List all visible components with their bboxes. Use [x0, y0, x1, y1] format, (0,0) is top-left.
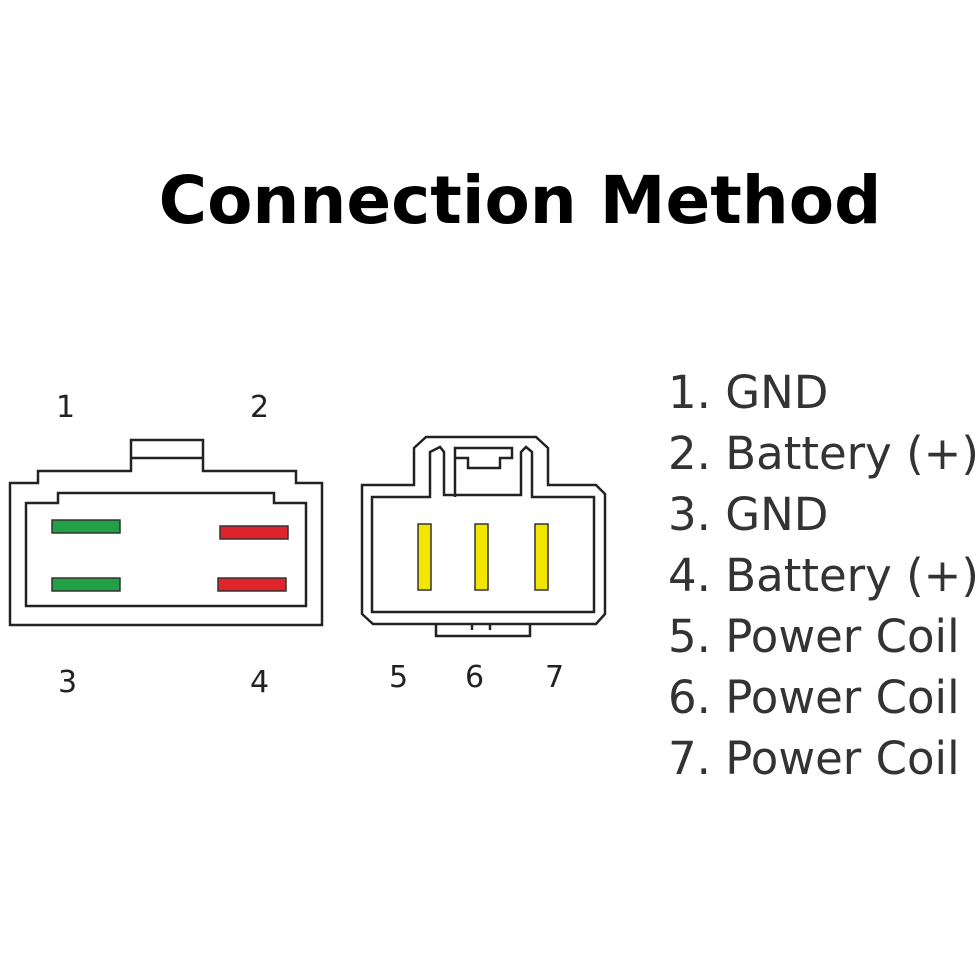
legend-item: 7. Power Coil: [668, 732, 960, 785]
connector-b: [360, 435, 607, 638]
pin-label-1: 1: [56, 390, 76, 425]
pin-label-2: 2: [250, 390, 270, 425]
connector-b-terminals: [417, 523, 549, 591]
pin-label-6: 6: [465, 660, 485, 695]
connector-a-shell: [8, 438, 324, 627]
terminal-3: [51, 577, 121, 592]
legend-item: 5. Power Coil: [668, 610, 960, 663]
connector-a-terminals: [51, 519, 289, 592]
terminal-1: [51, 519, 121, 534]
terminal-5: [417, 523, 432, 591]
pin-label-7: 7: [545, 660, 565, 695]
pin-legend: 1. GND 2. Battery (+) 3. GND 4. Battery …: [668, 362, 979, 789]
terminal-4: [217, 577, 287, 592]
legend-item: 1. GND: [668, 366, 829, 419]
connector-a-cavity: [24, 491, 308, 608]
connector-b-bottom-tab: [434, 624, 532, 638]
pin-label-3: 3: [58, 665, 78, 700]
terminal-7: [534, 523, 549, 591]
connector-b-cavity: [370, 445, 596, 614]
connector-a: [8, 438, 324, 627]
terminal-6: [474, 523, 489, 591]
legend-item: 2. Battery (+): [668, 427, 979, 480]
page-title: Connection Method: [158, 162, 882, 239]
connector-b-latch: [453, 446, 514, 497]
connector-b-shell: [360, 435, 607, 626]
legend-item: 4. Battery (+): [668, 549, 979, 602]
legend-item: 6. Power Coil: [668, 671, 960, 724]
pin-label-5: 5: [389, 660, 409, 695]
terminal-2: [219, 525, 289, 540]
pin-label-4: 4: [250, 665, 270, 700]
legend-item: 3. GND: [668, 488, 829, 541]
